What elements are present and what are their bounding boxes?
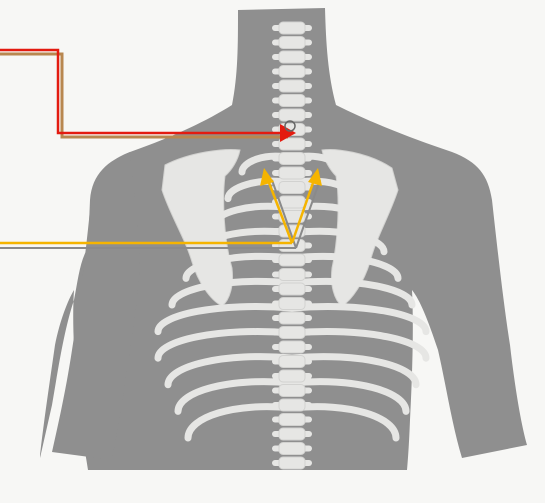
vertebra bbox=[279, 37, 305, 49]
vertebra bbox=[279, 341, 305, 353]
vertebra bbox=[279, 283, 305, 295]
vertebra bbox=[279, 269, 305, 281]
vertebra bbox=[279, 182, 305, 194]
vertebra bbox=[279, 109, 305, 121]
vertebra bbox=[279, 385, 305, 397]
vertebra bbox=[279, 254, 305, 266]
vertebra bbox=[279, 167, 305, 179]
vertebra bbox=[279, 370, 305, 382]
vertebra bbox=[279, 66, 305, 78]
vertebra bbox=[279, 95, 305, 107]
vertebra bbox=[279, 80, 305, 92]
vertebra bbox=[279, 428, 305, 440]
vertebra bbox=[279, 153, 305, 165]
vertebra bbox=[279, 298, 305, 310]
vertebra bbox=[279, 51, 305, 63]
vertebra bbox=[279, 312, 305, 324]
vertebra bbox=[279, 356, 305, 368]
vertebra bbox=[279, 22, 305, 34]
vertebra bbox=[279, 414, 305, 426]
vertebra bbox=[279, 457, 305, 469]
vertebra bbox=[279, 399, 305, 411]
vertebra bbox=[279, 196, 305, 208]
vertebra bbox=[279, 443, 305, 455]
vertebra bbox=[279, 327, 305, 339]
